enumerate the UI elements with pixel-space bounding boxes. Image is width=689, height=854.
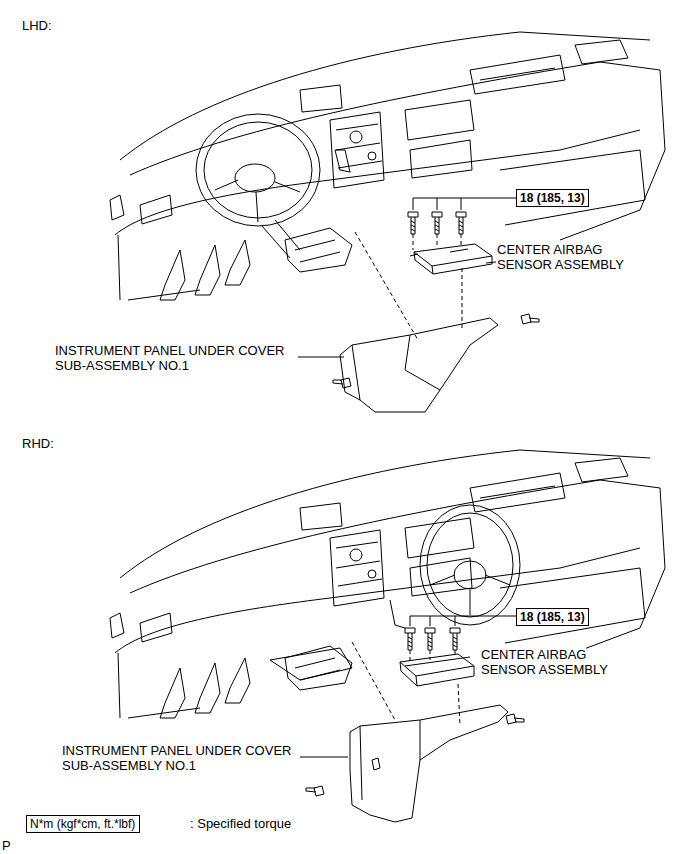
- lhd-dashboard: [110, 32, 665, 300]
- box-text: N*m (kgf*cm, ft.*lbf): [30, 817, 136, 831]
- part-name: INSTRUMENT PANEL UNDER COVER SUB-ASSEMBL…: [62, 743, 291, 773]
- legend-torque-box: N*m (kgf*cm, ft.*lbf): [26, 815, 140, 833]
- part-name: CENTER AIRBAG SENSOR ASSEMBLY: [497, 242, 624, 272]
- label-holder: CENTER AIRBAG SENSOR ASSEMBLY: [481, 647, 609, 677]
- label-holder: INSTRUMENT PANEL UNDER COVER SUB-ASSEMBL…: [55, 343, 295, 373]
- view-title: LHD:: [22, 18, 52, 33]
- label-holder: P: [2, 838, 22, 853]
- box-text: 18 (185, 13): [520, 191, 585, 205]
- lhd-parts: [298, 198, 539, 412]
- label-holder: RHD:: [22, 436, 102, 451]
- figure-code: P: [2, 838, 11, 853]
- label-holder: INSTRUMENT PANEL UNDER COVER SUB-ASSEMBL…: [62, 743, 302, 773]
- part-name: INSTRUMENT PANEL UNDER COVER SUB-ASSEMBL…: [55, 343, 284, 373]
- view-title: RHD:: [22, 436, 54, 451]
- label-holder: CENTER AIRBAG SENSOR ASSEMBLY: [497, 242, 625, 272]
- box-text: 18 (185, 13): [520, 610, 585, 624]
- label-holder: : Specified torque: [190, 816, 350, 831]
- label-holder: LHD:: [22, 18, 102, 33]
- torque-box: 18 (185, 13): [516, 189, 589, 207]
- legend-text: : Specified torque: [190, 816, 291, 831]
- torque-box: 18 (185, 13): [516, 608, 589, 626]
- part-name: CENTER AIRBAG SENSOR ASSEMBLY: [481, 647, 608, 677]
- rhd-dashboard: [110, 450, 665, 718]
